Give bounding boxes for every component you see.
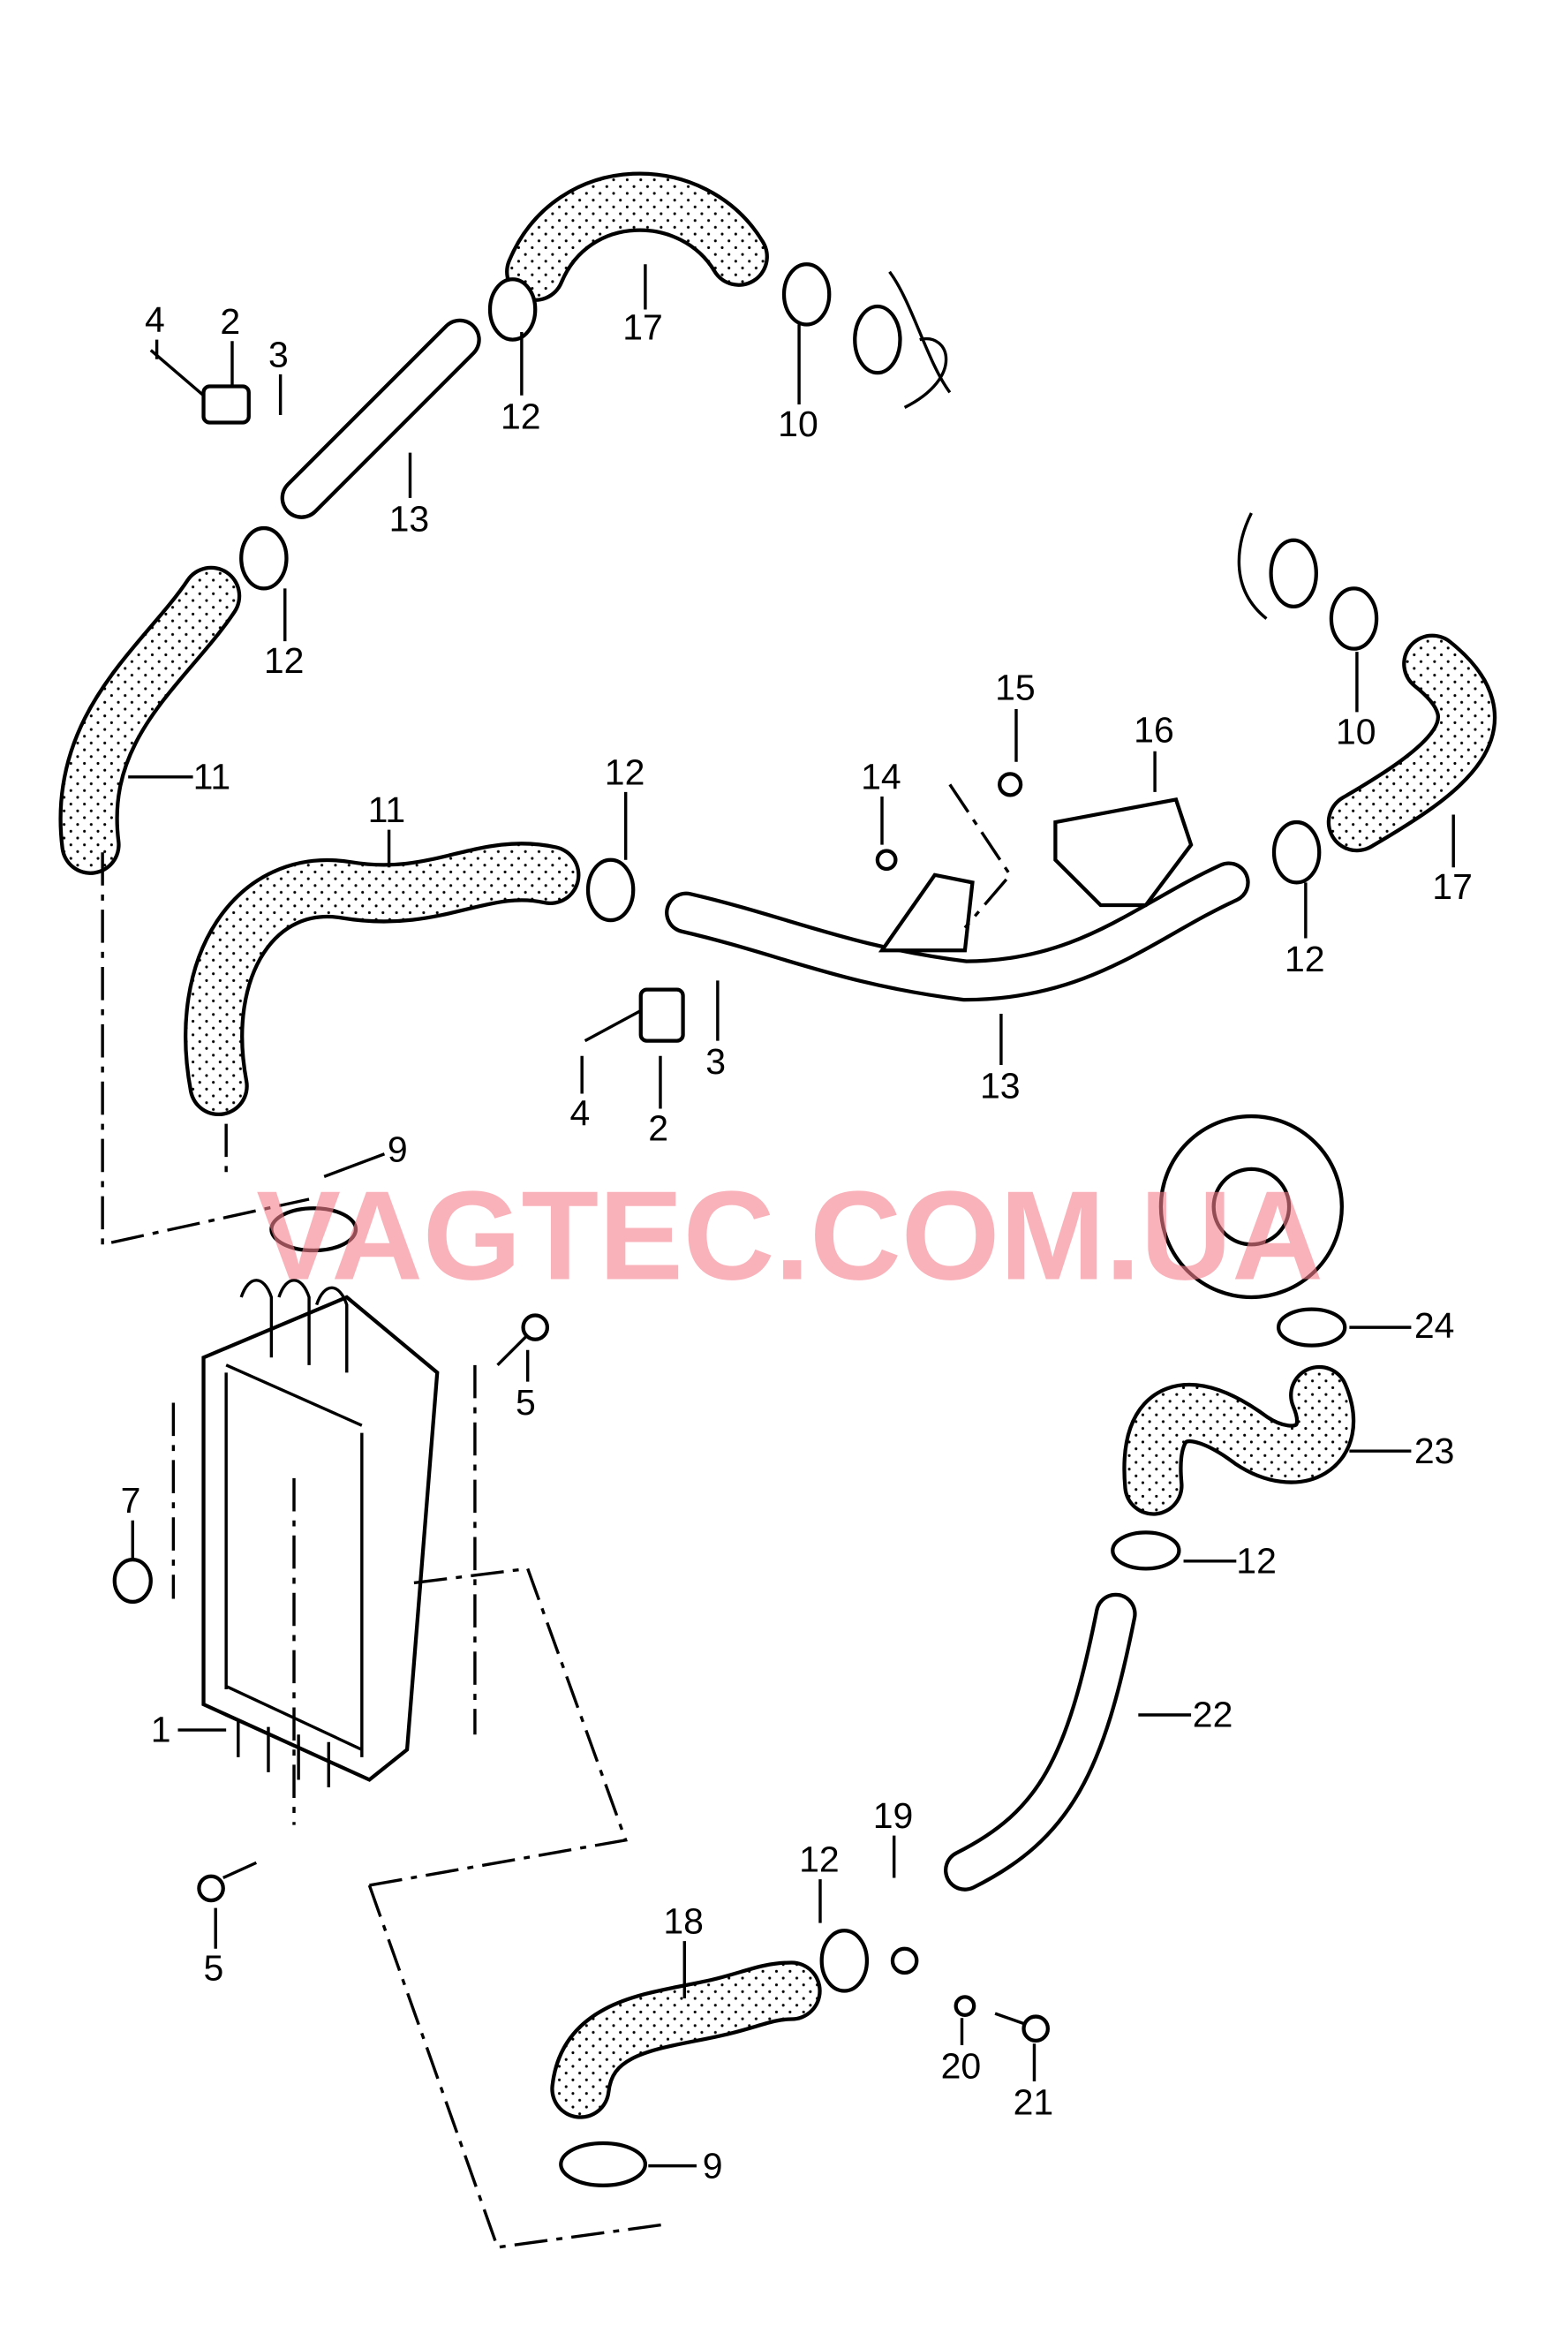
hose-18: [550, 1960, 822, 2119]
callout-17: 17: [622, 307, 663, 348]
callout-4: 4: [570, 1092, 591, 1133]
sensor-2-upper: [149, 349, 251, 425]
callout-12: 12: [264, 640, 305, 681]
bracket-14: [875, 849, 975, 953]
callout-9: 9: [388, 1129, 408, 1169]
mount-7: [112, 1557, 153, 1605]
callout-5: 5: [516, 1382, 536, 1423]
callout-19: 19: [873, 1795, 914, 1836]
callout-4: 4: [145, 299, 165, 340]
callout-9: 9: [703, 2145, 723, 2186]
callout-12: 12: [1236, 1540, 1277, 1581]
callout-21: 21: [1014, 2082, 1054, 2123]
turbocharger: [1158, 1114, 1344, 1300]
callout-11: 11: [368, 789, 406, 830]
bolts: [197, 772, 1050, 2043]
callout-1: 1: [151, 1710, 171, 1750]
callout-17: 17: [1432, 866, 1473, 907]
callout-2: 2: [648, 1107, 668, 1148]
sensor-2-lower: [584, 987, 685, 1043]
callout-10: 10: [1336, 711, 1376, 751]
hose-23: [1122, 1364, 1356, 1516]
pipe-13-upper: [280, 318, 481, 519]
callout-12: 12: [1285, 939, 1325, 979]
callout-22: 22: [1193, 1695, 1233, 1735]
clamps: [239, 262, 1379, 2187]
callout-15: 15: [995, 668, 1036, 708]
watermark: VAGTEC.COM.UA: [256, 1165, 1323, 1306]
hose-11-upper: [58, 565, 242, 875]
callout-2: 2: [220, 301, 240, 342]
callout-18: 18: [663, 1901, 704, 1942]
callout-5: 5: [204, 1948, 224, 1989]
leader-lines: [128, 264, 1455, 2168]
hose-17-upper: [505, 171, 769, 302]
callout-14: 14: [861, 756, 901, 797]
callout-3: 3: [268, 334, 289, 374]
callout-12: 12: [605, 751, 645, 792]
callout-23: 23: [1414, 1431, 1455, 1471]
callout-24: 24: [1414, 1305, 1455, 1346]
hose-17-right: [1326, 633, 1497, 853]
callout-7: 7: [121, 1480, 141, 1521]
intercooler-1: [201, 1279, 440, 1787]
callout-10: 10: [778, 404, 818, 444]
hose-11-middle: [184, 842, 581, 1117]
callout-20: 20: [941, 2046, 982, 2087]
callout-16: 16: [1134, 710, 1174, 751]
callout-13: 13: [980, 1066, 1021, 1106]
callout-12: 12: [799, 1839, 840, 1880]
callout-11: 11: [193, 756, 231, 797]
callout-13: 13: [389, 498, 430, 539]
pipe-13-middle: [665, 861, 1250, 1002]
callout-12: 12: [501, 396, 541, 436]
pipe-22: [944, 1592, 1137, 1892]
bracket-16: [1053, 797, 1194, 908]
callout-labels: 4 2 3 17 12 10 13 12 11 15 16 14 12 11 1…: [121, 299, 1473, 2186]
callout-3: 3: [705, 1041, 726, 1082]
